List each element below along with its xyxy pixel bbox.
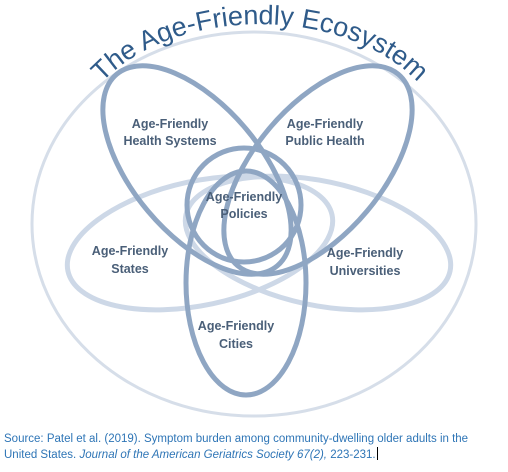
health-systems-label-line2: Health Systems [123, 134, 216, 148]
petal-public-health [221, 63, 415, 277]
states-label: Age-Friendly States [92, 244, 168, 276]
source-citation: Source: Patel et al. (2019). Symptom bur… [4, 432, 504, 463]
petal-health-systems [100, 63, 294, 277]
age-friendly-ecosystem-diagram: The Age-Friendly Ecosystem Age-Friendly … [30, 0, 478, 418]
states-label-line2: States [111, 262, 149, 276]
health-systems-label: Age-Friendly Health Systems [123, 117, 216, 148]
petal-cities [183, 168, 309, 398]
public-health-label-line1: Age-Friendly [287, 117, 363, 131]
cities-label: Age-Friendly Cities [198, 319, 274, 351]
source-citation-text: Source: Patel et al. (2019). Symptom bur… [4, 433, 469, 461]
states-label-line1: Age-Friendly [92, 244, 168, 258]
health-systems-label-line1: Age-Friendly [132, 117, 208, 131]
universities-label-line1: Age-Friendly [327, 246, 403, 260]
source-pages: 223-231. [327, 449, 376, 461]
public-health-label-line2: Public Health [285, 134, 364, 148]
cities-label-line2: Cities [219, 337, 253, 351]
petal-states [64, 173, 336, 313]
center-label-line1: Age-Friendly [206, 190, 282, 204]
universities-label-line2: Universities [330, 264, 401, 278]
source-journal-name: Journal of the American Geriatrics Socie… [79, 449, 328, 461]
center-policies-circle [184, 145, 304, 265]
cities-label-line1: Age-Friendly [198, 319, 274, 333]
public-health-label: Age-Friendly Public Health [285, 117, 364, 148]
center-label: Age-Friendly Policies [206, 190, 282, 221]
center-label-line2: Policies [220, 207, 267, 221]
text-cursor [376, 447, 378, 460]
ecosystem-title: The Age-Friendly Ecosystem [85, 0, 434, 87]
outer-ecosystem-ring [30, 30, 478, 418]
universities-label: Age-Friendly Universities [327, 246, 403, 278]
